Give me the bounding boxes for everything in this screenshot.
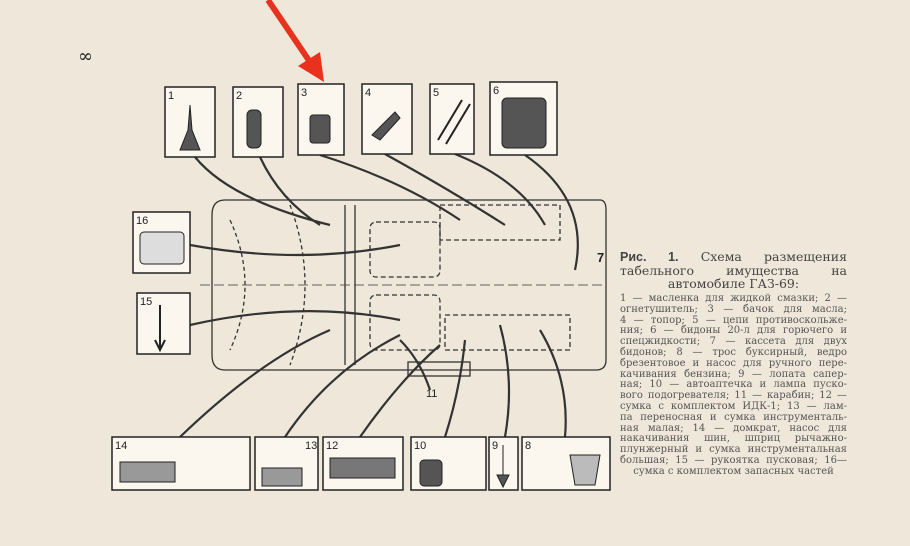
page-number: ∞ — [78, 46, 93, 67]
svg-text:10: 10 — [414, 440, 426, 452]
svg-text:1: 1 — [168, 90, 174, 102]
oil-tank-icon — [309, 114, 331, 144]
svg-text:12: 12 — [326, 440, 338, 452]
svg-text:5: 5 — [433, 87, 439, 99]
lamp-bag-icon — [261, 467, 303, 487]
svg-text:7: 7 — [597, 250, 604, 265]
axe-icon — [371, 111, 401, 141]
svg-text:16: 16 — [136, 215, 148, 227]
svg-text:4: 4 — [365, 87, 371, 99]
first-aid-icon — [419, 459, 443, 487]
shovel-icon — [496, 445, 510, 489]
svg-text:11: 11 — [426, 388, 437, 400]
fuel-can-icon — [501, 97, 547, 149]
svg-text:14: 14 — [115, 440, 127, 452]
caption-title: Рис. 1. Схема размещения табельного имущ… — [620, 249, 847, 291]
bucket-icon — [569, 454, 601, 486]
red-pointer-arrow — [265, 0, 324, 82]
caption-legend: 1 — масленка для жидкой смазки; 2 —огнет… — [620, 293, 847, 477]
crank-handle-icon — [154, 305, 166, 353]
item-pictograms — [119, 97, 601, 489]
idk-bag-icon — [329, 457, 396, 479]
svg-text:9: 9 — [492, 440, 498, 452]
fire-extinguisher-icon — [246, 109, 262, 149]
tool-bag-icon — [119, 461, 176, 483]
svg-text:13: 13 — [305, 440, 317, 452]
svg-text:2: 2 — [236, 90, 242, 102]
svg-text:15: 15 — [140, 296, 152, 308]
svg-text:8: 8 — [525, 440, 531, 452]
chains-icon — [437, 99, 471, 145]
car-outline — [200, 199, 607, 377]
svg-text:3: 3 — [301, 87, 307, 99]
svg-text:6: 6 — [493, 85, 499, 97]
spare-parts-bag-icon — [139, 231, 185, 265]
oil-can-icon — [179, 104, 201, 151]
leader-lines — [179, 152, 579, 438]
figure-caption: Рис. 1. Схема размещения табельного имущ… — [620, 250, 847, 478]
